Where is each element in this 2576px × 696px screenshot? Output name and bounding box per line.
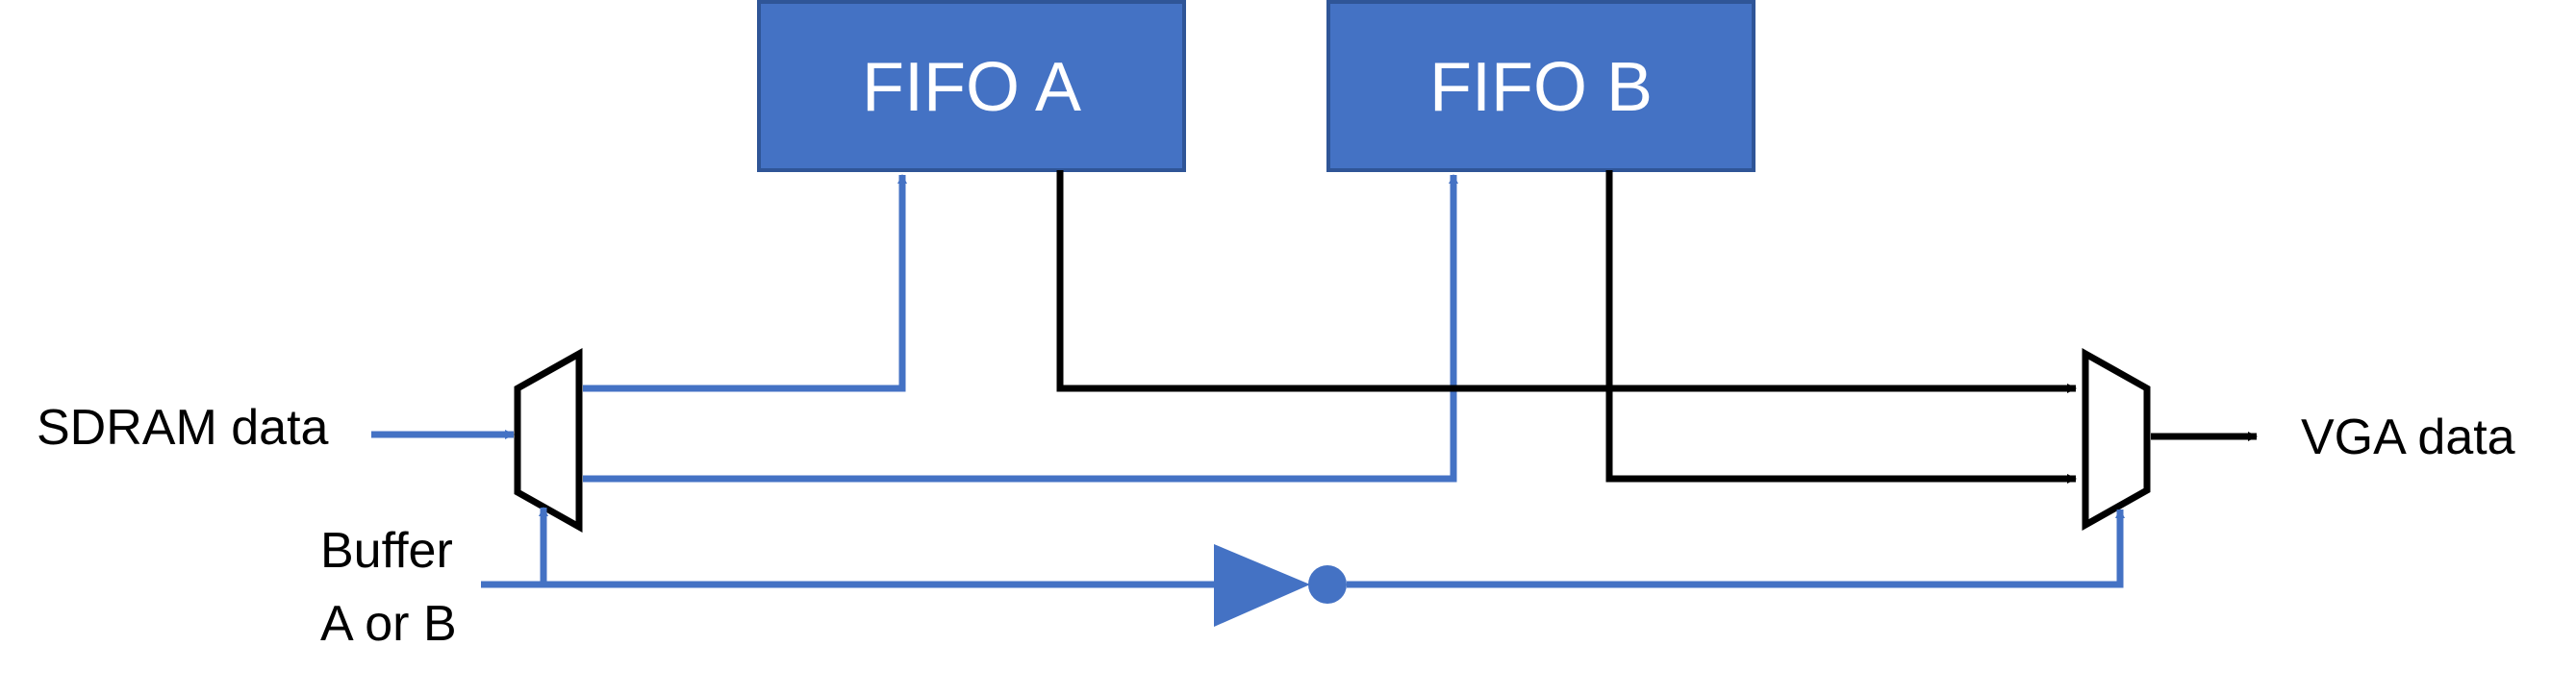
fifo-b-to-mux-wire [1605,170,2077,484]
fifo-a-label: FIFO A [862,49,1081,126]
inverted-select-to-mux-wire [1347,509,2125,588]
mux-shape [2082,348,2151,531]
buffer-label-line1: Buffer [320,523,453,579]
vga-data-label: VGA data [2301,410,2515,465]
fifo-a-to-mux-wire [1056,170,2077,393]
fifo-a-block: FIFO A [757,0,1186,172]
buffer-label-line2: A or B [320,596,457,652]
fifo-b-block: FIFO B [1326,0,1755,172]
sdram-data-label: SDRAM data [37,400,329,456]
fifo-b-label: FIFO B [1429,49,1653,126]
demux-to-fifo-b-wire [583,174,1458,483]
demux-to-fifo-a-wire [583,174,907,392]
inverter-gate [1214,544,1347,627]
demux-shape [514,348,583,533]
